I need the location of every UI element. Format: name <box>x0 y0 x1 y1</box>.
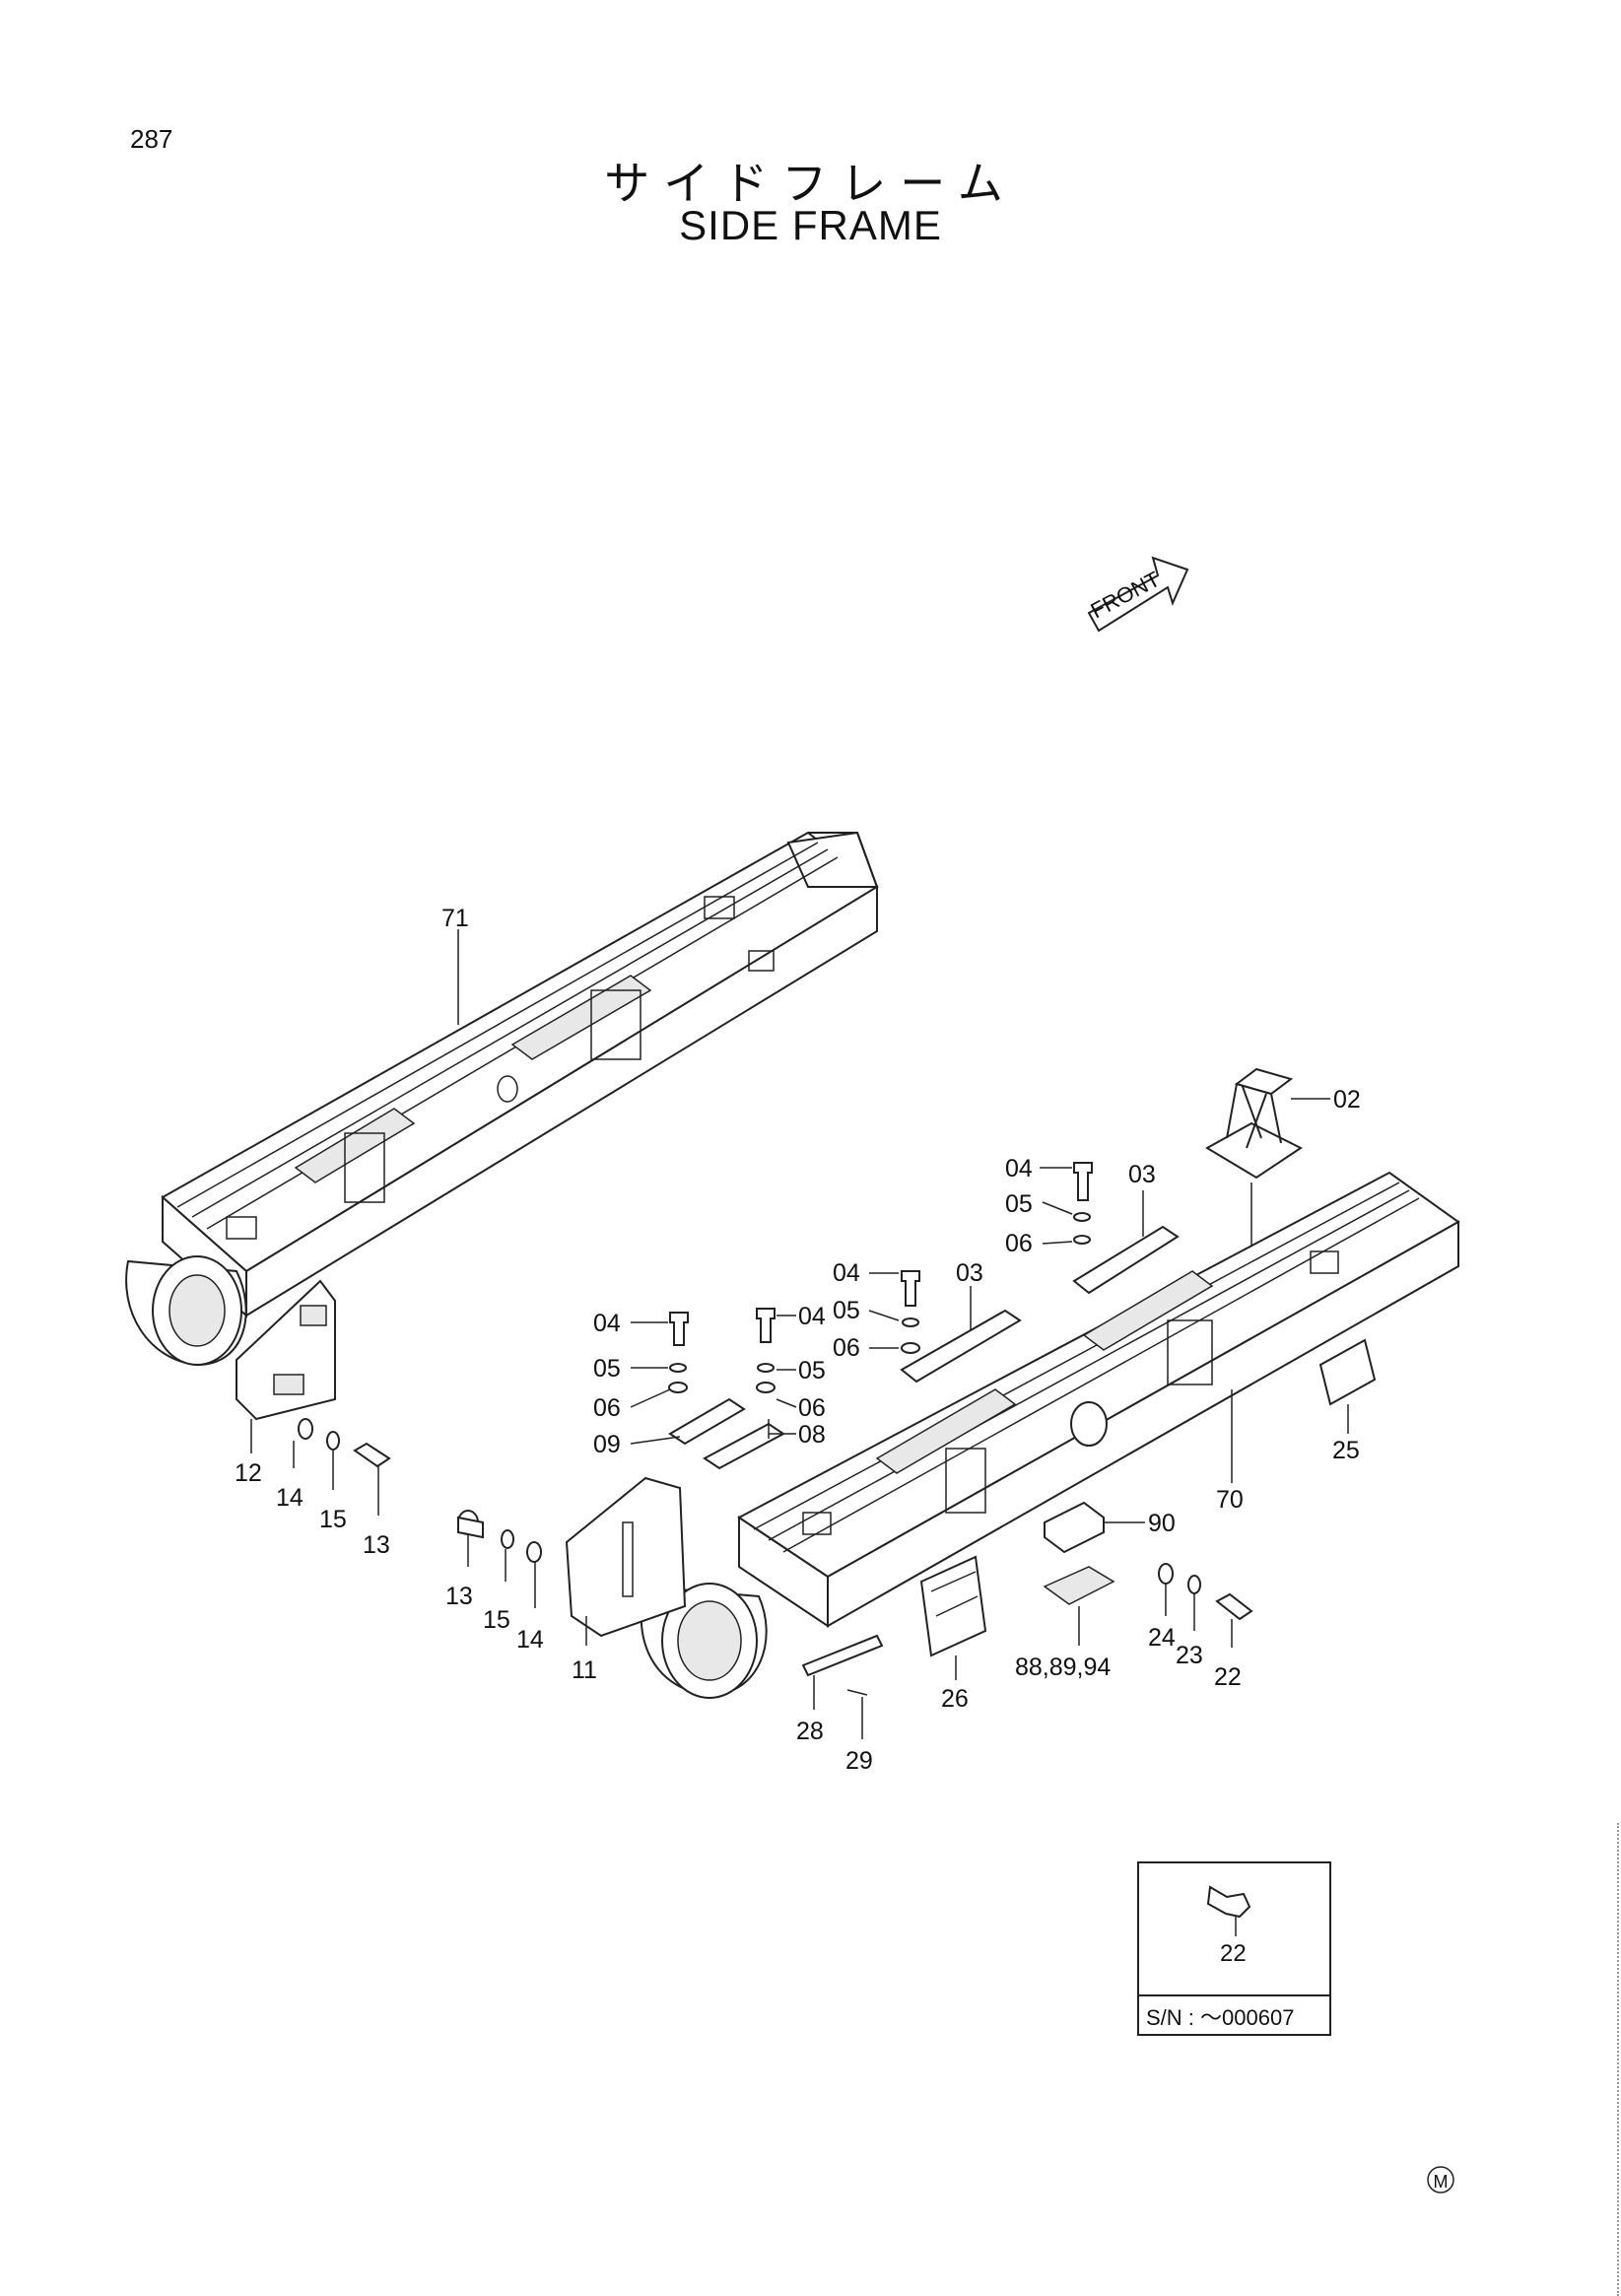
guard-26 <box>919 1555 987 1657</box>
label-09: 09 <box>593 1431 621 1458</box>
label-04-c: 04 <box>593 1310 621 1337</box>
label-04-a: 04 <box>1005 1155 1033 1182</box>
label-05-b: 05 <box>833 1297 860 1324</box>
label-11: 11 <box>572 1656 597 1684</box>
label-29: 29 <box>845 1747 873 1775</box>
label-03-b: 03 <box>956 1259 983 1287</box>
label-28: 28 <box>796 1718 824 1745</box>
label-23: 23 <box>1176 1642 1203 1669</box>
circled-m-mark: M <box>1427 2166 1454 2194</box>
label-02: 02 <box>1333 1086 1361 1114</box>
label-06-c: 06 <box>593 1394 621 1422</box>
label-14-a: 14 <box>276 1484 304 1512</box>
serial-inset: 22 S/N : ～000607 <box>1137 1861 1331 2036</box>
mark-label: M <box>1434 2172 1449 2192</box>
label-13-a: 13 <box>363 1531 390 1559</box>
label-12: 12 <box>235 1459 262 1487</box>
page-number: 287 <box>130 124 173 154</box>
label-04-d: 04 <box>798 1303 826 1330</box>
page-edge-dotted <box>1617 1823 1619 2296</box>
hardware-left <box>298 1418 542 1563</box>
bracket-02 <box>1205 1067 1303 1180</box>
plate-11 <box>565 1476 687 1638</box>
side-frame-right-70 <box>640 1171 1460 1699</box>
plate-12 <box>236 1279 336 1421</box>
title-japanese: サイドフレーム <box>604 157 1017 210</box>
label-05-d: 05 <box>798 1357 826 1384</box>
guides-09-08 <box>668 1397 785 1470</box>
label-71: 71 <box>441 905 469 932</box>
callouts: 71 02 04 05 06 03 04 05 06 03 04 05 06 0… <box>235 905 1361 1775</box>
label-14-b: 14 <box>516 1626 544 1654</box>
label-05-a: 05 <box>1005 1190 1033 1218</box>
label-06-a: 06 <box>1005 1230 1033 1257</box>
label-22: 22 <box>1214 1663 1242 1691</box>
inset-serial: S/N : ～000607 <box>1146 2005 1294 2030</box>
hardware-right <box>1158 1563 1253 1621</box>
label-06-b: 06 <box>833 1334 860 1362</box>
plate-25 <box>1318 1338 1377 1406</box>
label-04-b: 04 <box>833 1259 860 1287</box>
guides-03 <box>900 1225 1180 1384</box>
label-90: 90 <box>1148 1510 1176 1537</box>
front-arrow: FRONT <box>1087 556 1189 633</box>
inset-part-label: 22 <box>1220 1940 1247 1967</box>
title-english: SIDE FRAME <box>679 202 942 248</box>
label-08: 08 <box>798 1421 826 1449</box>
label-15-b: 15 <box>483 1606 510 1634</box>
label-26: 26 <box>941 1685 969 1713</box>
side-frame-left-71 <box>125 831 879 1367</box>
blocks-90-88 <box>1043 1501 1115 1605</box>
pin-28-29 <box>801 1634 884 1696</box>
label-03-a: 03 <box>1128 1161 1156 1188</box>
label-05-c: 05 <box>593 1355 621 1383</box>
label-70: 70 <box>1216 1486 1244 1514</box>
label-15-a: 15 <box>319 1506 347 1533</box>
label-25: 25 <box>1332 1437 1360 1464</box>
label-88-89-94: 88,89,94 <box>1015 1654 1111 1681</box>
label-24: 24 <box>1148 1624 1176 1652</box>
hardware-stacks <box>668 1162 1093 1393</box>
label-13-b: 13 <box>445 1583 473 1610</box>
label-06-d: 06 <box>798 1394 826 1422</box>
